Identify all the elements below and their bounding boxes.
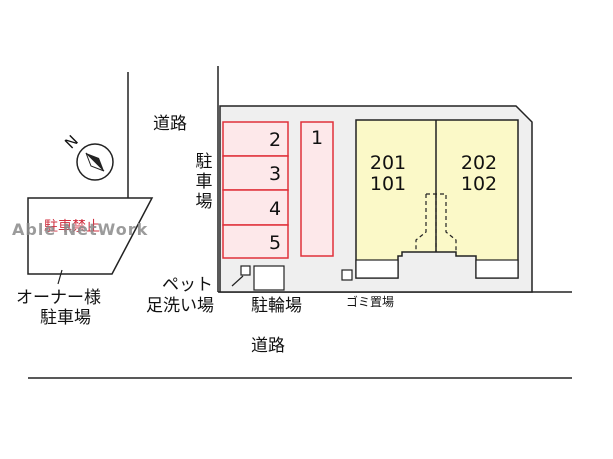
parking-slot-label-2: 2 (268, 129, 282, 151)
owner-parking-label-line1: オーナー様 (16, 288, 101, 308)
pet-wash-leader (231, 275, 244, 287)
watermark: Able NetWork (12, 220, 149, 239)
owner-parking-label-line2: 駐車場 (40, 308, 91, 328)
pet-wash-label-line1: ペット (162, 275, 213, 295)
unit-101-label: 101 (369, 173, 407, 195)
parking-slot-label-4: 4 (268, 198, 282, 220)
parking-vertical-char-2: 車 (195, 172, 213, 192)
owner-parking-area (27, 197, 154, 275)
parking-slot-label-3: 3 (268, 163, 282, 185)
parking-vertical-char-3: 場 (195, 192, 213, 212)
compass-icon (76, 143, 114, 181)
garbage-label: ゴミ置場 (346, 295, 395, 309)
parking-slot-2 (222, 121, 289, 157)
parking-slot-5 (222, 224, 289, 259)
unit-right-label: 202 102 (457, 153, 501, 195)
pet-wash-mark (240, 265, 251, 276)
unit-201-label: 201 (369, 152, 407, 174)
pet-wash-label-line2: 足洗い場 (146, 296, 214, 316)
unit-left-label: 201 101 (366, 153, 410, 195)
bicycle-parking-area (253, 265, 285, 291)
entrance-step-right (475, 259, 519, 279)
parking-vertical-label: 駐 車 場 (194, 152, 214, 212)
parking-slot-label-5: 5 (268, 232, 282, 254)
road-top-label: 道路 (153, 114, 187, 134)
no-parking-label: 駐車禁止 (44, 219, 100, 235)
parking-slot-label-1: 1 (310, 127, 324, 149)
bicycle-parking-label: 駐輪場 (251, 296, 302, 316)
road-bottom-label: 道路 (251, 336, 285, 356)
parking-slot-3 (222, 155, 289, 191)
entrance-step-left (355, 259, 399, 279)
parking-vertical-char-1: 駐 (195, 152, 213, 172)
parking-slot-1 (300, 121, 334, 257)
garbage-area (341, 269, 353, 281)
stairs-dashed (415, 193, 457, 252)
unit-102-label: 102 (460, 173, 498, 195)
unit-202-label: 202 (460, 152, 498, 174)
owner-parking-leader (57, 269, 63, 285)
